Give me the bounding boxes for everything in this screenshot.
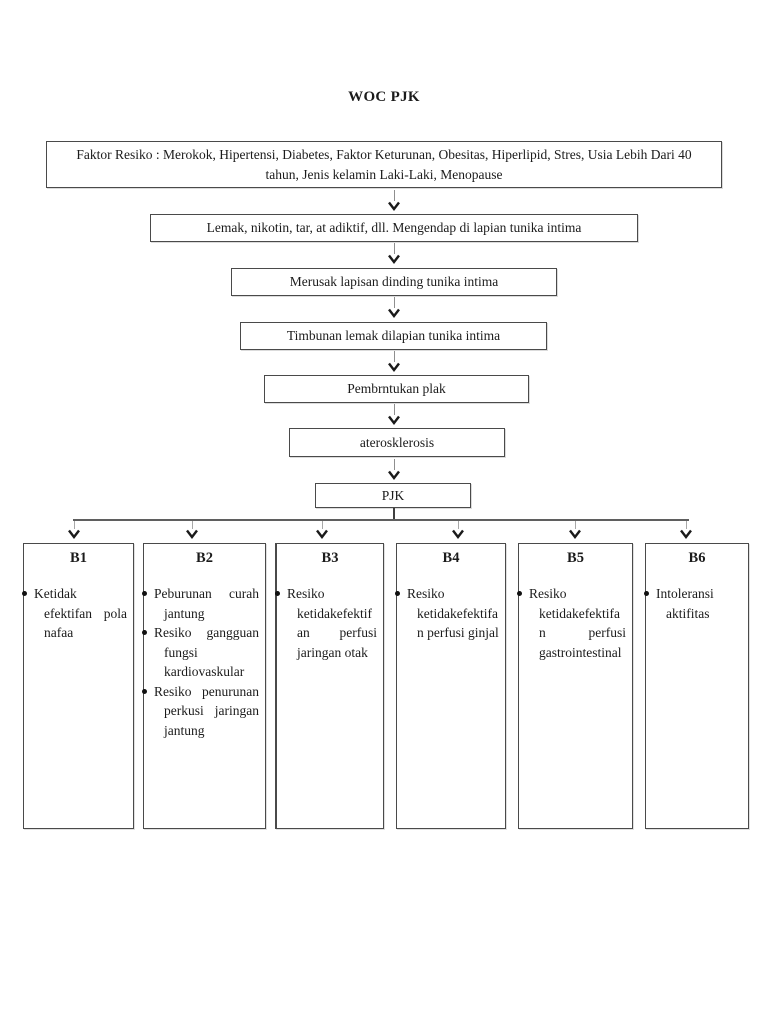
branch-label: B6 [688, 550, 706, 566]
branch-box-b1: B1 Ketidak efektifan pola nafaa [22, 543, 134, 829]
diagnosis-item: Resiko gangguan fungsi kardiovaskular [142, 623, 259, 682]
arrow-down-icon [451, 521, 465, 539]
flow-box-pembentukan-plak: Pembrntukan plak [264, 375, 529, 403]
arrow-down-icon [387, 404, 401, 425]
arrow-down-icon [568, 521, 582, 539]
diagnosis-list: Resiko ketidakefektifan perfusi ginjal [395, 584, 505, 643]
diagnosis-list: Resiko ketidakefektifan perfusi jaringan… [275, 584, 383, 662]
branch-label: B1 [70, 550, 87, 566]
diagnosis-item: Resiko ketidakefektifan perfusi ginjal [395, 584, 499, 643]
arrow-down-icon [387, 190, 401, 211]
arrow-down-icon [387, 297, 401, 318]
branch-label: B5 [567, 550, 584, 566]
flow-box-faktor-resiko: Faktor Resiko : Merokok, Hipertensi, Dia… [46, 141, 722, 188]
flow-box-merusak: Merusak lapisan dinding tunika intima [231, 268, 557, 296]
branch-box-b4: B4 Resiko ketidakefektifan perfusi ginja… [395, 543, 506, 829]
diagnosis-list: Resiko ketidakefektifan perfusi gastroin… [517, 584, 632, 662]
arrow-down-icon [387, 351, 401, 372]
page-title: WOC PJK [348, 89, 420, 105]
branch-label: B4 [442, 550, 460, 566]
diagnosis-list: Ketidak efektifan pola nafaa [22, 584, 133, 643]
flow-box-pjk: PJK [315, 483, 471, 508]
diagnosis-item: Resiko ketidakefektifan perfusi jaringan… [275, 584, 377, 662]
arrow-down-icon [315, 521, 329, 539]
flow-box-mengendap: Lemak, nikotin, tar, at adiktif, dll. Me… [150, 214, 638, 242]
diagnosis-item: Ketidak efektifan pola nafaa [22, 584, 127, 643]
connector-line [393, 508, 395, 520]
branch-label: B2 [196, 550, 213, 566]
diagnosis-item: Resiko ketidakefektifan perfusi gastroin… [517, 584, 626, 662]
arrow-down-icon [387, 243, 401, 264]
diagnosis-item: Resiko penurunan perkusi jaringan jantun… [142, 682, 259, 741]
branch-box-b5: B5 Resiko ketidakefektifan perfusi gastr… [517, 543, 633, 829]
branch-label: B3 [321, 550, 339, 566]
arrow-down-icon [679, 521, 693, 539]
diagnosis-list: Intoleransi aktifitas [644, 584, 748, 623]
arrow-down-icon [185, 521, 199, 539]
branch-box-b6: B6 Intoleransi aktifitas [644, 543, 749, 829]
branch-box-b3: B3 Resiko ketidakefektifan perfusi jarin… [275, 543, 384, 829]
arrow-down-icon [387, 459, 401, 480]
arrow-down-icon [67, 521, 81, 539]
flow-box-timbunan: Timbunan lemak dilapian tunika intima [240, 322, 547, 350]
flow-box-aterosklerosis: aterosklerosis [289, 428, 505, 457]
branch-rail-line [73, 519, 689, 521]
diagnosis-item: Intoleransi aktifitas [644, 584, 742, 623]
diagnosis-item: Peburunan curah jantung [142, 584, 259, 623]
